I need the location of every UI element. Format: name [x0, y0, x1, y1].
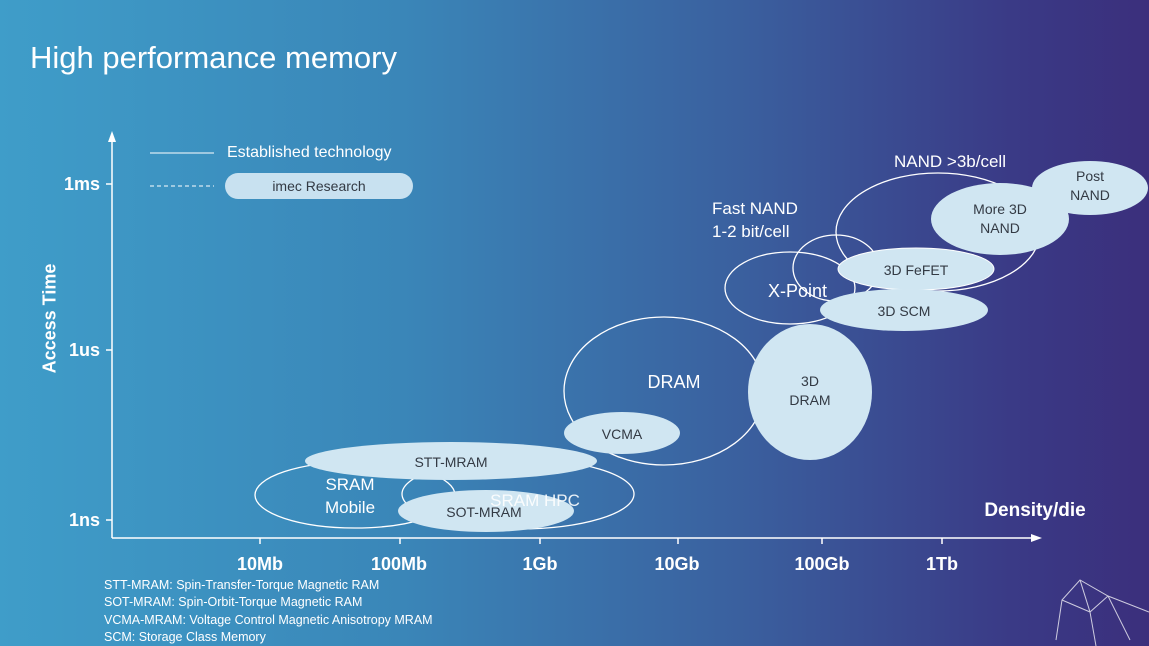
x-tick-label: 1Tb: [925, 554, 958, 574]
dram-label: DRAM: [647, 372, 701, 392]
scm-3d-label: 3D SCM: [877, 303, 931, 319]
x-tick-label: 10Gb: [654, 554, 700, 574]
stt-mram-region: [305, 442, 597, 480]
footnote-line: VCMA-MRAM: Voltage Control Magnetic Anis…: [104, 612, 433, 627]
y-tick-label: 1us: [68, 340, 100, 360]
y-tick-label: 1ms: [63, 174, 100, 194]
page-title: High performance memory: [30, 40, 397, 75]
legend-research-label: imec Research: [225, 173, 413, 199]
x-axis-arrow: [1031, 534, 1042, 542]
fast-nand-label: Fast NAND 1-2 bit/cell: [712, 199, 798, 241]
sram-mobile-label: SRAM Mobile: [324, 475, 376, 517]
x-tick-label: 10Mb: [236, 554, 283, 574]
sot-mram-label: SOT-MRAM: [446, 504, 522, 520]
dram-3d-region: [748, 324, 872, 460]
y-axis-title: Access Time: [39, 263, 60, 374]
post-nand-label: Post NAND: [1070, 168, 1110, 203]
sram-hpc-label: SRAM HPC: [490, 491, 580, 510]
x-tick-label: 100Gb: [794, 554, 850, 574]
fefet-3d-label: 3D FeFET: [883, 262, 949, 278]
vcma-region: [564, 412, 680, 454]
dram-3d-label: 3D DRAM: [789, 373, 831, 408]
xpoint-label: X-Point: [767, 281, 828, 301]
footnotes: STT-MRAM: Spin-Transfer-Torque Magnetic …: [104, 577, 433, 646]
more-3d-nand-label: More 3D NAND: [973, 201, 1027, 236]
more-3d-nand-region: [931, 183, 1069, 255]
y-tick-label: 1ns: [68, 510, 100, 530]
footnote-line: STT-MRAM: Spin-Transfer-Torque Magnetic …: [104, 578, 380, 592]
vcma-label: VCMA: [601, 426, 643, 442]
footnote-line: SOT-MRAM: Spin-Orbit-Torque Magnetic RAM: [104, 595, 363, 610]
scm-3d-region: [820, 289, 988, 331]
x-tick-label: 100Mb: [370, 554, 428, 574]
footnote-line: SCM: Storage Class Memory: [104, 629, 266, 644]
x-tick-label: 1Gb: [522, 554, 558, 574]
y-axis-arrow: [108, 131, 116, 142]
nand-multi-bit-label: NAND >3b/cell: [894, 152, 1006, 171]
stt-mram-label: STT-MRAM: [414, 454, 488, 470]
post-nand-region: [1032, 161, 1148, 215]
sot-mram-region: [398, 490, 574, 532]
decorative-polyhedron-icon: [1055, 579, 1149, 646]
legend-established-label: Established technology: [227, 144, 392, 161]
fast-nand-region: [724, 251, 856, 325]
x-axis-title: Density/die: [984, 500, 1086, 521]
